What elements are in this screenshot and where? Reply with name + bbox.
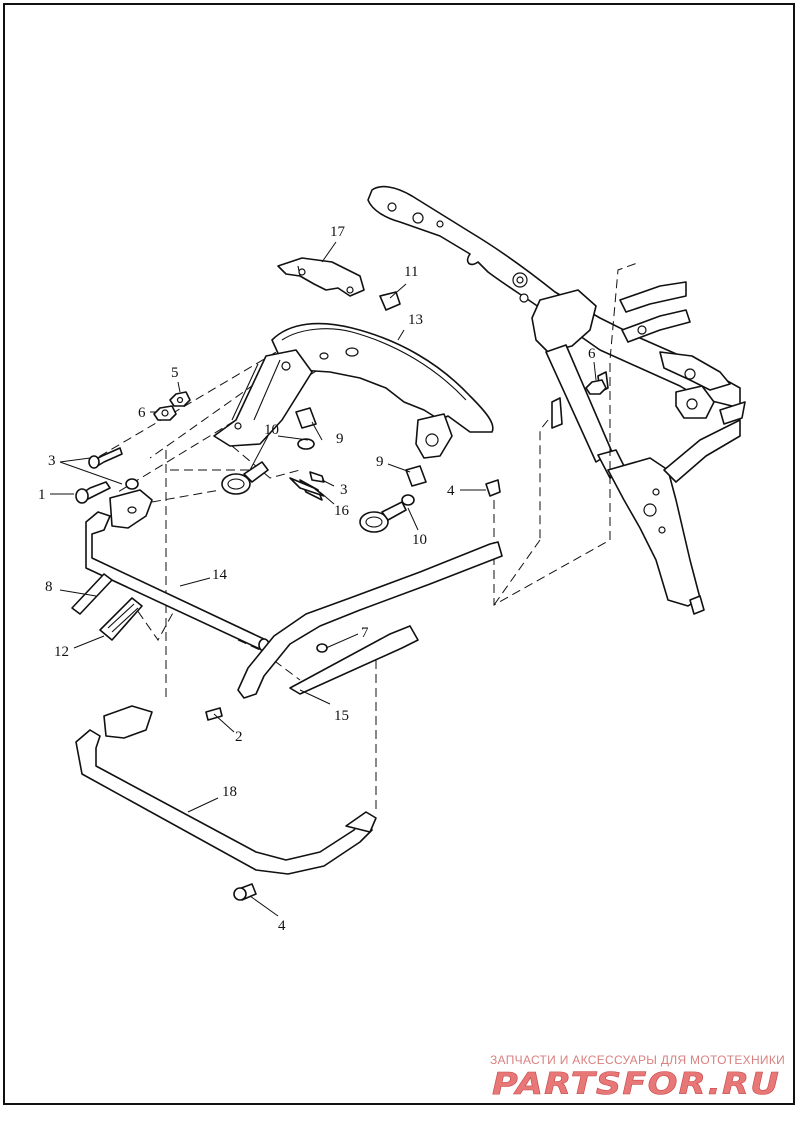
callout-3-mid: 3 (340, 482, 348, 498)
watermark: ЗАПЧАСТИ И АКСЕССУАРЫ ДЛЯ МОТОТЕХНИКИ PA… (490, 1053, 785, 1102)
watermark-logo: PARTSFOR.RU (492, 1067, 780, 1102)
part-15-rail (237, 541, 503, 699)
callout-5: 5 (171, 365, 179, 381)
part-5-6-nuts (153, 379, 607, 421)
callout-6-right: 6 (588, 346, 596, 362)
callout-13: 13 (408, 312, 423, 328)
part-18-lower-rail (75, 705, 377, 875)
callout-8: 8 (45, 579, 53, 595)
part-17-bracket (277, 257, 365, 297)
leader-lines (50, 241, 597, 917)
callout-10-bottom: 10 (412, 532, 427, 548)
watermark-caption: ЗАПЧАСТИ И АКСЕССУАРЫ ДЛЯ МОТОТЕХНИКИ (490, 1053, 785, 1067)
callout-17: 17 (330, 224, 346, 240)
callout-9-top: 9 (336, 431, 344, 447)
callout-1: 1 (38, 487, 46, 503)
callouts: 1 3 5 6 6 10 9 3 16 9 4 10 11 13 17 14 8… (38, 224, 596, 934)
callout-12: 12 (54, 644, 69, 660)
callout-14: 14 (212, 567, 228, 583)
callout-2: 2 (235, 729, 243, 745)
part-11-clip (379, 291, 401, 311)
callout-18: 18 (222, 784, 237, 800)
callout-4-bottom: 4 (278, 918, 286, 934)
callout-4-top: 4 (447, 483, 455, 499)
callout-9-right: 9 (376, 454, 384, 470)
callout-16: 16 (334, 503, 350, 519)
callout-7: 7 (361, 625, 369, 641)
callout-3-left: 3 (48, 453, 56, 469)
part-8-12-grips (71, 573, 143, 641)
callout-6-left: 6 (138, 405, 146, 421)
motorcycle-frame (367, 185, 746, 615)
callout-10-top: 10 (264, 422, 279, 438)
bolts (75, 447, 501, 901)
part-13-fender-strut (213, 322, 494, 459)
callout-11: 11 (404, 264, 418, 280)
alignment-lines (89, 261, 641, 812)
part-9-nuts (295, 407, 427, 487)
part-10-d-rings (221, 438, 415, 533)
callout-15: 15 (334, 708, 349, 724)
